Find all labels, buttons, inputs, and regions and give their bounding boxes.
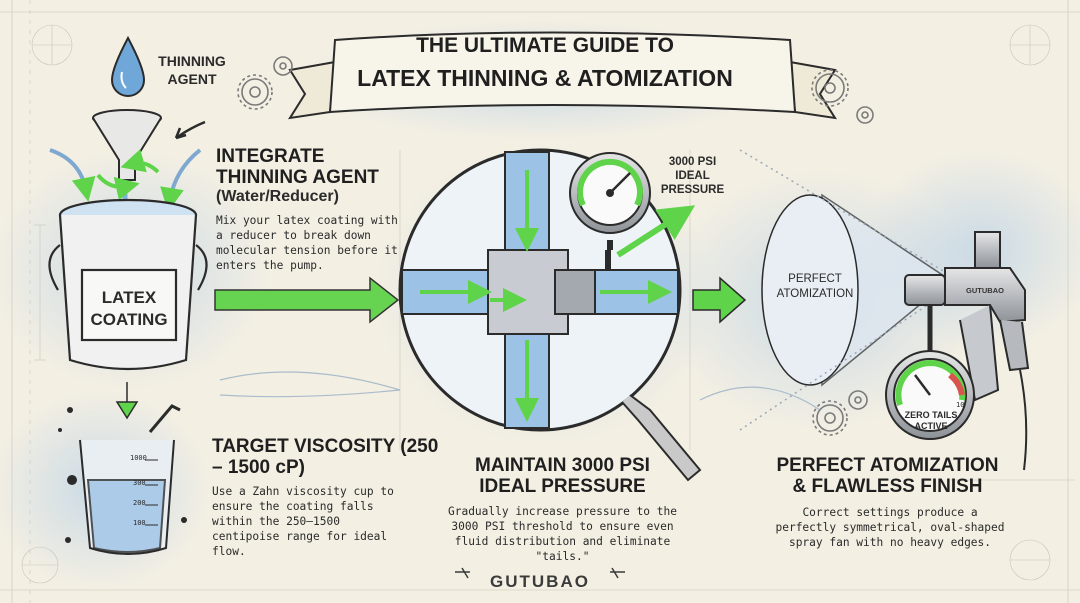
beaker-tick-1000: 1000 [130,454,147,462]
funnel-icon [92,109,162,181]
title-banner [288,31,837,120]
spray-fan [739,149,952,431]
section-viscosity-title: TARGET VISCOSITY (250 – 1500 cP) [212,436,439,478]
section-finish-body: Correct settings produce a perfectly sym… [775,506,1005,549]
gauge-tick-10: 10 [956,401,965,409]
title-line-1: THE ULTIMATE GUIDE TO [416,34,674,57]
title-line-2: LATEX THINNING & ATOMIZATION [357,65,733,91]
latex-coating-label: LATEX COATING [90,288,168,329]
footer-brand-logo: GUTUBAO [490,572,590,591]
arrow-to-spray [692,276,747,324]
section-integrate-subtitle: (Water/Reducer) [216,188,339,205]
section-integrate-title: INTEGRATE THINNING AGENT [216,146,379,188]
pressure-gauge-icon [569,152,651,250]
footer-frame [455,567,625,579]
zero-tails-label: ZERO TAILS ACTIVE [904,410,958,431]
page-title: THE ULTIMATE GUIDE TO LATEX THINNING & A… [330,28,760,96]
perfect-atomization-label: PERFECT ATOMIZATION [776,273,854,300]
beaker-tick-300: 300 [133,479,146,487]
paint-splatter [58,407,187,543]
beaker-tick-200: 200 [133,499,146,507]
zero-tails-gauge-icon [885,305,975,440]
section-integrate-body: Mix your latex coating with a reducer to… [216,214,398,272]
section-finish-title: PERFECT ATOMIZATION & FLAWLESS FINISH [776,455,999,497]
spray-gun-icon [904,231,1030,471]
section-pressure-body: Gradually increase pressure to the 3000 … [447,505,677,563]
gear-icon [237,56,874,436]
bucket-icon [48,198,208,371]
thinning-agent-label: THINNING AGENT [158,53,226,87]
psi-callout-label: 3000 PSI IDEAL PRESSURE [660,156,725,196]
section-viscosity-body: Use a Zahn viscosity cup to ensure the c… [212,485,394,558]
beaker-icon [79,404,181,555]
arrow-to-valve [214,276,400,324]
beaker-tick-100: 100 [133,519,146,527]
water-drop-icon [110,35,146,97]
gun-brand-label: GUTUBAO [966,286,1004,295]
section-pressure-title: MAINTAIN 3000 PSI IDEAL PRESSURE [475,455,650,497]
